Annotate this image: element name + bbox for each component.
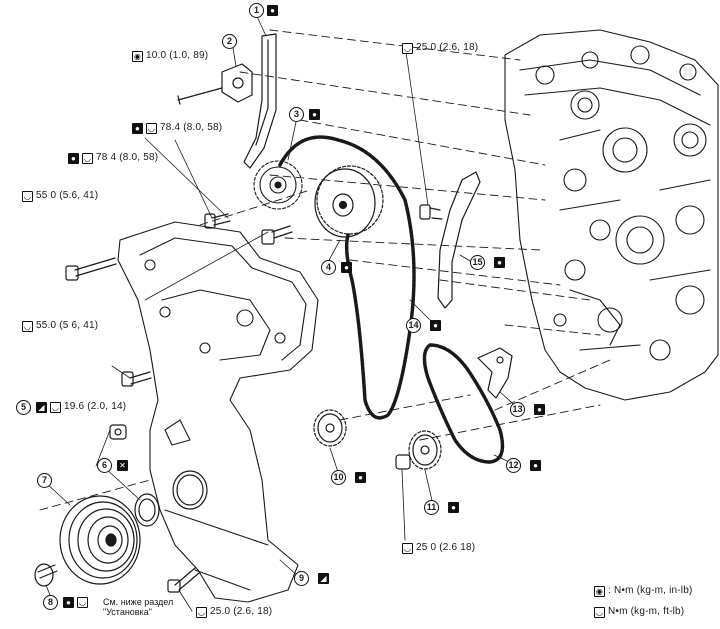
oil-can-icon: ● [530, 460, 541, 471]
torque-value: 55.0 (5 6, 41) [36, 320, 99, 331]
torque-value: 78.4 (8.0, 58) [160, 122, 223, 133]
tensioner-bracket [177, 63, 253, 105]
legend-in-lb: ◉ : N•m (kg-m, in-lb) [594, 585, 693, 597]
torque-wrench-icon: ◡ [50, 401, 61, 413]
legend-text: : N•m (kg-m, in-lb) [608, 585, 693, 596]
torque-label-2: ◡ 25.0 (2.6, 18) [402, 42, 478, 54]
crank-sprocket [408, 430, 442, 470]
timing-chain-upper [278, 135, 416, 420]
oil-can-icon: ● [448, 502, 459, 513]
oil-can-icon: ● [132, 122, 143, 134]
torque-label-5: ◡ 55 0 (5.6, 41) [22, 190, 98, 202]
legend-text: N•m (kg-m, ft-lb) [608, 606, 685, 617]
callout-5: 5 [16, 400, 31, 415]
crank-pulley [59, 495, 141, 585]
callout-10: 10 [331, 470, 346, 485]
torque-value: 25.0 (2.6, 18) [210, 606, 273, 617]
oil-can-icon: ● [267, 5, 278, 16]
do-not-reuse-icon: ✕ [117, 460, 128, 471]
torque-value: 25 0 (2.6 18) [416, 542, 476, 553]
callout-12: 12 [506, 458, 521, 473]
oil-can-icon: ● [68, 152, 79, 164]
callout-11: 11 [424, 500, 439, 515]
intake-cam-sprocket [314, 165, 384, 238]
callout-7: 7 [37, 473, 52, 488]
oil-can-icon: ● [309, 109, 320, 120]
torque-label-4: ● ◡ 78 4 (8.0, 58) [68, 152, 158, 164]
torque-wrench-icon: ◡ [22, 190, 33, 202]
callout-14: 14 [406, 318, 421, 333]
torque-wrench-icon: ◡ [77, 597, 88, 608]
callout-6: 6 [97, 458, 112, 473]
torque-wrench-icon: ◡ [196, 606, 207, 618]
torque-wrench-icon: ◡ [146, 122, 157, 134]
callout-9: 9 [294, 571, 309, 586]
torque-wrench-icon: ◡ [22, 320, 33, 332]
oil-can-icon: ● [494, 257, 505, 268]
callout-2: 2 [222, 34, 237, 49]
oil-can-icon: ● [63, 597, 74, 608]
chain-guide-center [437, 171, 481, 309]
callout-8-icons: ● ◡ [63, 597, 88, 608]
torque-label-9: ◡ 25.0 (2.6, 18) [196, 606, 272, 618]
idler-sprocket [313, 409, 347, 447]
sealant-icon: ◢ [36, 401, 47, 413]
torque-value: 55 0 (5.6, 41) [36, 190, 99, 201]
torque-label-6: ◡ 55.0 (5 6, 41) [22, 320, 98, 332]
oil-can-icon: ● [430, 320, 441, 331]
callout-8: 8 [43, 595, 58, 610]
note-line-2: "Установка" [103, 607, 152, 617]
note-line-1: См. ниже раздел [103, 597, 174, 607]
oil-can-icon: ● [355, 472, 366, 483]
assembly-guide-lines [39, 29, 611, 511]
torque-value: 19.6 (2.0, 14) [64, 401, 127, 412]
torque-wrench-icon: ◉ [594, 585, 605, 597]
oil-can-icon: ● [534, 404, 545, 415]
leader-lines [44, 11, 521, 612]
callout-4: 4 [321, 260, 336, 275]
torque-label-8: ◡ 25 0 (2.6 18) [402, 542, 475, 554]
torque-wrench-icon: ◡ [402, 542, 413, 554]
torque-label-7: ◢ ◡ 19.6 (2.0, 14) [36, 401, 126, 413]
installation-note: См. ниже раздел "Установка" [103, 597, 173, 617]
torque-wrench-icon: ◉ [132, 50, 143, 62]
torque-value: 78 4 (8.0, 58) [96, 152, 159, 163]
sealant-icon: ◢ [318, 573, 329, 584]
callout-15: 15 [470, 255, 485, 270]
callout-13: 13 [510, 402, 525, 417]
tensioner-lower [477, 347, 513, 399]
oil-can-icon: ● [341, 262, 352, 273]
oil-seal [134, 470, 208, 527]
torque-label-1: ◉ 10.0 (1.0, 89) [132, 50, 208, 62]
cylinder-block [504, 29, 719, 401]
callout-1: 1 [249, 3, 264, 18]
chain-guide-upper [243, 33, 277, 169]
torque-value: 25.0 (2.6, 18) [416, 42, 479, 53]
callout-3: 3 [289, 107, 304, 122]
front-timing-cover [117, 221, 319, 603]
exhaust-sprocket [253, 160, 303, 210]
torque-value: 10.0 (1.0, 89) [146, 50, 209, 61]
legend-ft-lb: ◡ N•m (kg-m, ft-lb) [594, 606, 684, 618]
torque-wrench-icon: ◡ [594, 606, 605, 618]
torque-wrench-icon: ◡ [402, 42, 413, 54]
timing-chain-lower [422, 343, 505, 464]
torque-label-3: ● ◡ 78.4 (8.0, 58) [132, 122, 222, 134]
torque-wrench-icon: ◡ [82, 152, 93, 164]
bolts [34, 204, 443, 593]
